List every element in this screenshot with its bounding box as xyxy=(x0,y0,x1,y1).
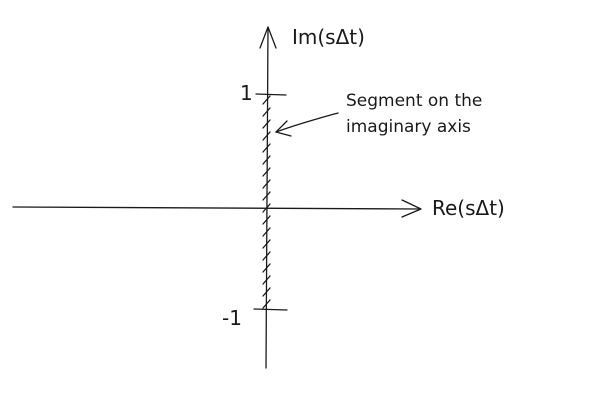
hatch-mark xyxy=(262,287,271,297)
hatch-mark xyxy=(262,95,271,105)
tick-label-upper: 1 xyxy=(240,81,253,105)
hatch-mark xyxy=(262,143,271,153)
hatch-mark xyxy=(262,191,271,201)
hatch-mark xyxy=(262,299,271,309)
annotation-arrow xyxy=(275,112,339,133)
hatch-mark xyxy=(262,263,271,273)
hatch-mark xyxy=(262,179,271,189)
imaginary-axis xyxy=(265,26,269,369)
annotation-line-1: Segment on the xyxy=(346,91,482,111)
hatch-mark xyxy=(262,155,271,165)
tick-label-lower: -1 xyxy=(222,306,242,330)
annotation-line-2: imaginary axis xyxy=(346,117,471,137)
imaginary-axis-label: Im(sΔt) xyxy=(292,25,365,49)
real-axis xyxy=(12,206,421,210)
imaginary-axis-arrowhead xyxy=(259,26,277,49)
hatch-mark xyxy=(262,227,271,237)
hatch-mark xyxy=(262,215,271,225)
hatch-mark xyxy=(262,275,271,285)
hatch-mark xyxy=(262,251,271,261)
hatch-mark xyxy=(262,203,271,213)
annotation-arrowhead xyxy=(275,120,292,137)
hatch-mark xyxy=(262,119,271,129)
hatched-segment xyxy=(262,95,271,309)
hatch-mark xyxy=(262,167,271,177)
hatch-mark xyxy=(262,239,271,249)
real-axis-arrowhead xyxy=(401,199,422,218)
real-axis-label: Re(sΔt) xyxy=(432,196,505,220)
hatch-mark xyxy=(262,131,271,141)
hatch-mark xyxy=(262,107,271,117)
tick-lower xyxy=(253,308,288,311)
tick-upper xyxy=(255,93,287,96)
